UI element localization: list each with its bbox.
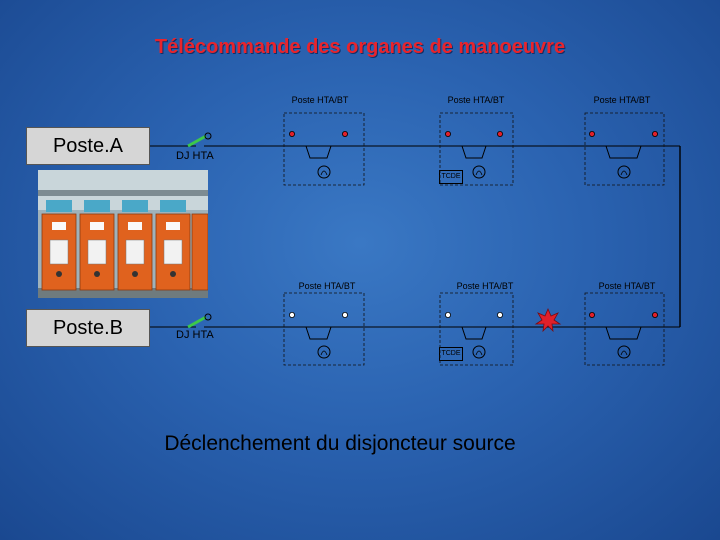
breaker-switch-icon bbox=[187, 132, 212, 148]
station-top-2-label: Poste HTA/BT bbox=[447, 95, 505, 105]
breaker-switch-icon bbox=[187, 313, 212, 329]
transformer-winding bbox=[620, 170, 628, 176]
fault-spark-icon bbox=[534, 307, 562, 333]
station-top-2-box bbox=[439, 112, 514, 186]
station-bottom-3-box bbox=[584, 292, 665, 366]
transformer-icon bbox=[317, 345, 331, 359]
breaker-b-label: DJ HTA bbox=[176, 329, 214, 341]
station-bottom-1-label: Poste HTA/BT bbox=[298, 281, 356, 291]
poste-b-label: Poste.B bbox=[52, 317, 124, 339]
transformer-icon bbox=[617, 345, 631, 359]
breaker-a-label: DJ HTA bbox=[176, 150, 214, 162]
switch-contact-icon bbox=[589, 130, 596, 137]
station-bottom-3-label: Poste HTA/BT bbox=[598, 281, 656, 291]
tcde-top-box: TCDE bbox=[439, 170, 463, 184]
poste-a-label: Poste.A bbox=[52, 135, 124, 157]
switch-contact-icon bbox=[589, 311, 596, 318]
station-top-3-box bbox=[584, 112, 665, 186]
feeder-tap bbox=[305, 326, 332, 340]
transformer-winding bbox=[475, 170, 483, 176]
caption: Déclenchement du disjoncteur source bbox=[164, 432, 516, 455]
feeder-tap bbox=[605, 326, 642, 340]
feeder-tap bbox=[461, 145, 487, 159]
feeder-tap bbox=[461, 326, 487, 340]
transformer-winding bbox=[320, 350, 328, 356]
station-bottom-2-label: Poste HTA/BT bbox=[456, 281, 514, 291]
poste-b-box: Poste.B bbox=[26, 309, 150, 347]
transformer-winding bbox=[475, 350, 483, 356]
switchgear-photo bbox=[38, 170, 208, 298]
tcde-bottom-box: TCDE bbox=[439, 347, 463, 361]
feeder-tap bbox=[605, 145, 642, 159]
transformer-icon bbox=[317, 165, 331, 179]
switch-contact-icon bbox=[496, 130, 503, 137]
switch-contact-icon bbox=[341, 130, 348, 137]
switch-contact-icon bbox=[444, 311, 451, 318]
transformer-winding bbox=[620, 350, 628, 356]
station-top-1-box bbox=[283, 112, 365, 186]
station-bottom-1-box bbox=[283, 292, 365, 366]
transformer-icon bbox=[472, 165, 486, 179]
switch-contact-icon bbox=[444, 130, 451, 137]
tcde-top-label: TCDE bbox=[441, 173, 461, 180]
tcde-bottom-label: TCDE bbox=[441, 350, 461, 357]
station-top-1-label: Poste HTA/BT bbox=[291, 95, 349, 105]
feeder-tap bbox=[305, 145, 332, 159]
switch-contact-icon bbox=[288, 130, 295, 137]
switch-contact-icon bbox=[288, 311, 295, 318]
station-top-3-label: Poste HTA/BT bbox=[593, 95, 651, 105]
transformer-icon bbox=[617, 165, 631, 179]
poste-a-box: Poste.A bbox=[26, 127, 150, 165]
transformer-icon bbox=[472, 345, 486, 359]
switch-contact-icon bbox=[341, 311, 348, 318]
switch-contact-icon bbox=[652, 130, 659, 137]
station-bottom-2-box bbox=[439, 292, 514, 366]
switch-contact-icon bbox=[652, 311, 659, 318]
transformer-winding bbox=[320, 170, 328, 176]
slide-title: Télécommande des organes de manoeuvre bbox=[154, 36, 566, 58]
switch-contact-icon bbox=[496, 311, 503, 318]
